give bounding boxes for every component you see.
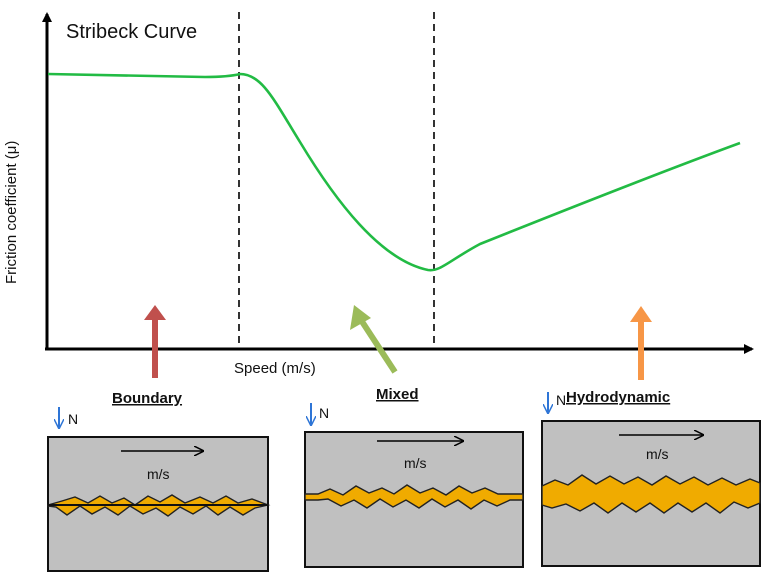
- regime-label-boundary: Boundary: [112, 390, 183, 407]
- mixed-arrowhead: [350, 305, 371, 330]
- stribeck-curve: [47, 72, 741, 272]
- mixed-arrow: [358, 318, 398, 374]
- load-label: N: [319, 405, 329, 421]
- regime-label-hydrodynamic: Hydrodynamic: [566, 389, 670, 406]
- load-label: N: [556, 392, 566, 408]
- hydrodynamic-arrowhead: [630, 306, 652, 322]
- boundary-arrowhead: [144, 305, 166, 320]
- hydrodynamic-panel: N m/s: [541, 392, 761, 567]
- regime-label-mixed: Mixed: [376, 386, 419, 403]
- velocity-label: m/s: [147, 466, 170, 482]
- mixed-panel: N m/s: [304, 403, 524, 568]
- chart-title: Stribeck Curve: [66, 21, 197, 43]
- x-axis-label: Speed (m/s): [234, 360, 316, 377]
- velocity-label: m/s: [404, 455, 427, 471]
- mixed-lubricant: [304, 484, 524, 510]
- y-axis-label: Friction coefficient (μ): [3, 141, 20, 284]
- velocity-label: m/s: [646, 446, 669, 462]
- boundary-panel: N m/s: [47, 407, 271, 572]
- load-label: N: [68, 411, 78, 427]
- hydrodynamic-lubricant: [541, 474, 761, 514]
